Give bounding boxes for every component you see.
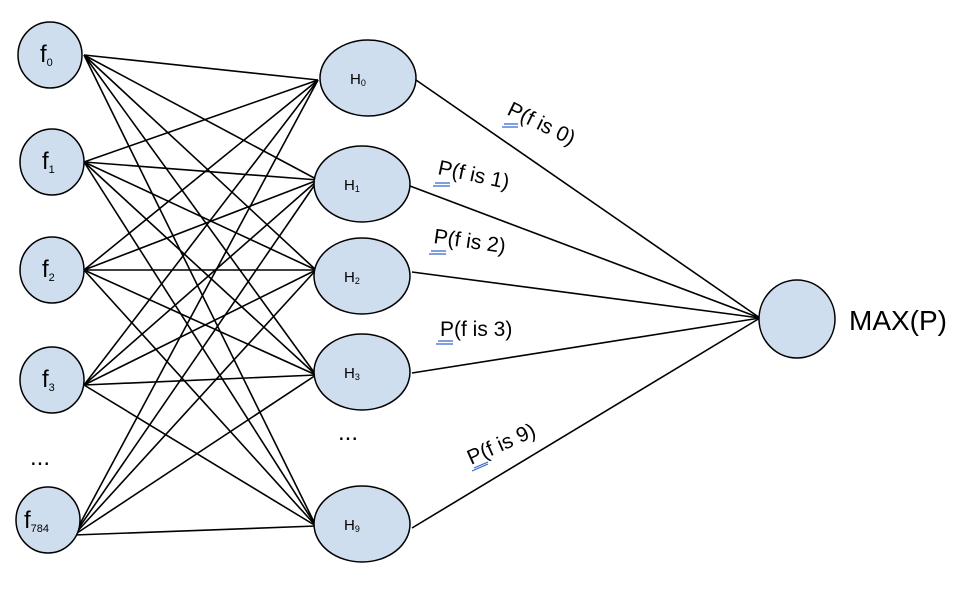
connection-line [73,525,317,536]
svg-text:f0: f0 [40,41,53,69]
output-label: MAX(P) [849,305,947,336]
hidden-node-h2: H2 [313,237,411,315]
connection-line [83,384,317,527]
edge-label-p9: P(f is 9) [464,419,539,469]
edge-label-p2: P(f is 2) [432,225,507,258]
svg-text:f784: f784 [24,507,49,535]
svg-text:f2: f2 [42,256,55,284]
connection-line [83,54,317,376]
spell-underline [429,250,446,255]
svg-text:f1: f1 [42,148,55,176]
hidden-node-h9: H9 [313,485,411,563]
connection-line [83,54,319,81]
svg-text:H3: H3 [344,365,360,382]
input-node-f3: f3 [19,346,85,414]
connection-line [83,179,319,271]
spell-underline [433,182,450,187]
connection-line [83,269,317,386]
hidden-node-h1: H1 [313,145,411,223]
connection-line [83,54,317,271]
output-connection-line [411,317,761,529]
output-connection-line [411,271,761,319]
input-node-f0: f0 [17,21,83,89]
connection-line [83,79,319,271]
connection-line [83,161,319,181]
connection-line [83,54,319,181]
connection-line [83,79,319,386]
output-node [758,279,836,359]
hidden-ellipsis: ... [338,419,358,446]
output-connection-line [411,317,761,374]
hidden-output-connections [409,79,761,529]
input-hidden-connections [73,54,319,536]
output-connection-line [409,185,761,319]
input-node-f2: f2 [19,236,85,304]
connection-line [73,179,319,536]
hidden-node-h3: H3 [313,333,411,411]
connection-line [83,161,317,271]
input-ellipsis: ... [30,444,50,471]
connection-line [83,269,317,376]
input-node-f1: f1 [19,128,85,196]
input-node-f784: f784 [15,486,81,554]
svg-text:H9: H9 [344,517,360,534]
svg-text:H0: H0 [350,71,366,88]
connection-line [73,374,317,536]
connection-line [83,54,317,527]
connection-line [73,269,317,536]
hidden-node-h0: H0 [319,39,417,117]
edge-label-p3: P(f is 3) [440,318,512,341]
spell-underline [471,461,489,472]
connection-line [83,79,319,163]
edge-label-p1: P(f is 1) [436,156,512,194]
spell-underline [502,123,518,128]
spell-underline [436,340,453,345]
output-connection-line [415,79,761,319]
connection-line [83,161,317,527]
connection-line [83,179,319,386]
connection-line [83,161,317,376]
svg-text:f3: f3 [42,366,55,394]
svg-text:H1: H1 [344,177,360,194]
connection-line [83,374,317,386]
connection-line [73,79,319,536]
svg-text:H2: H2 [344,269,360,286]
